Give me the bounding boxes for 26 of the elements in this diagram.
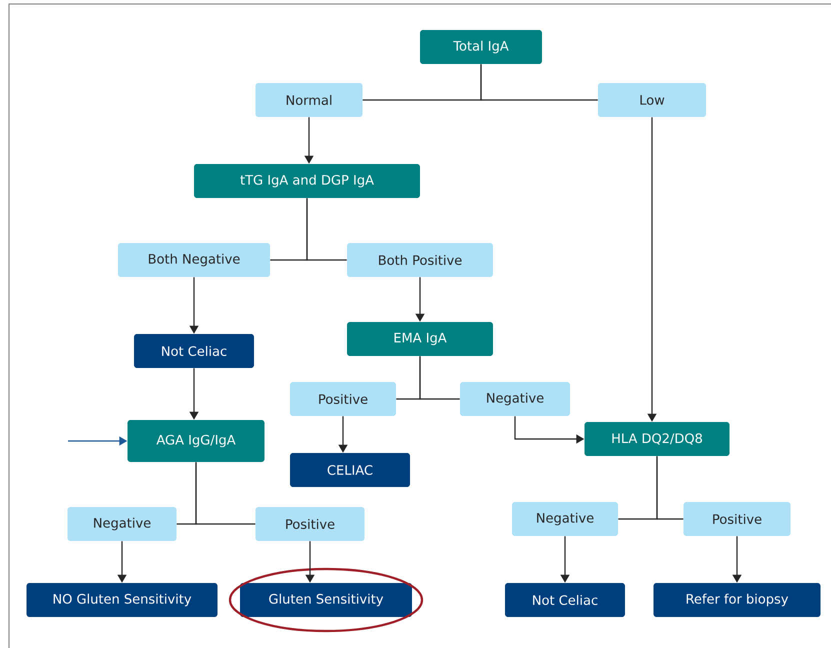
branch-line — [480, 64, 598, 101]
outcome-box: Positive — [684, 502, 790, 536]
result-box: Refer for biopsy — [654, 583, 820, 617]
branch-line — [419, 356, 460, 400]
outcome-box: Both Positive — [347, 243, 493, 277]
outcome-box: Normal — [256, 83, 362, 117]
test-box: HLA DQ2/DQ8 — [584, 422, 730, 456]
test-box: tTG IgA and DGP IgA — [194, 164, 420, 198]
test-box: EMA IgA — [347, 322, 493, 356]
test-box: AGA IgG/IgA — [128, 420, 264, 462]
result-box: CELIAC — [290, 453, 410, 487]
outcome-box: Positive — [290, 382, 396, 416]
test-box: Total IgA — [420, 30, 542, 64]
outcome-box: Negative — [68, 507, 176, 541]
outcome-box: Negative — [460, 382, 570, 416]
result-box: NO Gluten Sensitivity — [26, 583, 218, 617]
outcome-box: Positive — [256, 507, 364, 541]
result-box: Not Celiac — [134, 334, 254, 368]
branch-line — [195, 462, 256, 525]
outcome-box: Negative — [512, 502, 618, 536]
result-box: Gluten Sensitivity — [240, 583, 412, 617]
outcome-box: Both Negative — [118, 243, 270, 277]
branch-line — [306, 198, 347, 261]
branch-line — [656, 456, 684, 520]
result-box: Not Celiac — [505, 583, 625, 617]
outcome-box: Low — [598, 83, 706, 117]
